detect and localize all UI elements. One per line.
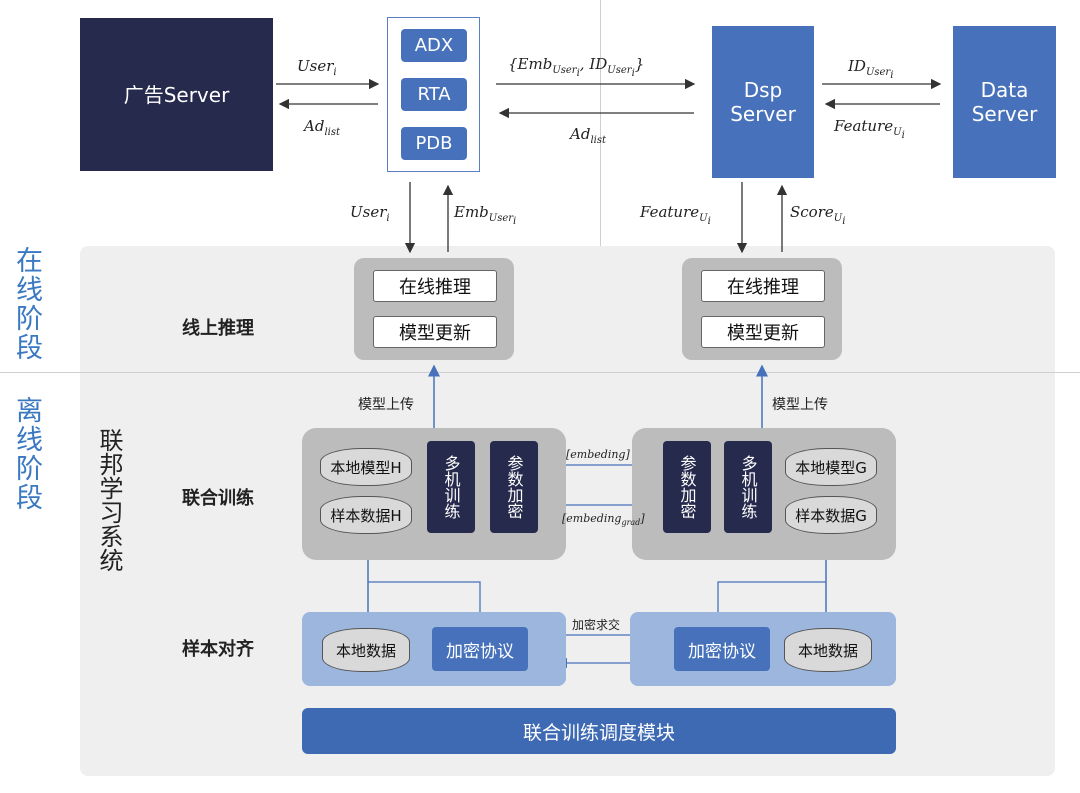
local-data-left: 本地数据 <box>322 628 410 672</box>
pdb-button: PDB <box>401 127 467 160</box>
store-sample-left: 样本数据H <box>320 496 412 534</box>
model-update-right: 模型更新 <box>701 316 825 348</box>
dsp-server-label: Dsp Server <box>730 78 796 126</box>
edge-label-user-down: Useri <box>350 203 390 224</box>
edge-label-emb-up: EmbUseri <box>454 203 517 227</box>
edge-label-feature-down: FeatureUi <box>640 203 711 227</box>
emb-forward-label: [embeding] <box>566 448 630 461</box>
ad-server-box: 广告Server <box>80 18 273 171</box>
edge-label-emb-id: {EmbUseri, IDUseri} <box>508 55 645 79</box>
stage-online-label: 在线阶段 <box>11 246 42 362</box>
edge-label-user-top: Useri <box>297 57 337 78</box>
stage-divider <box>0 372 1080 373</box>
protocol-right: 加密协议 <box>674 627 770 671</box>
encrypt-right: 参数加密 <box>663 441 711 533</box>
model-update-left: 模型更新 <box>373 316 497 348</box>
ad-server-label: 广告Server <box>123 82 230 107</box>
row-label-inference: 线上推理 <box>182 318 254 339</box>
local-data-right: 本地数据 <box>784 628 872 672</box>
psi-exchange-label: 加密求交 <box>572 618 621 632</box>
multi-train-right: 多机训练 <box>724 441 772 533</box>
multi-train-left: 多机训练 <box>427 441 475 533</box>
online-inference-right: 在线推理 <box>701 270 825 302</box>
emb-backward-label: [embedinggrad] <box>562 512 645 528</box>
data-server-box: Data Server <box>953 26 1056 178</box>
edge-label-id-right: IDUseri <box>848 57 894 81</box>
data-server-label: Data Server <box>971 78 1038 126</box>
encrypt-left: 参数加密 <box>490 441 538 533</box>
system-label: 联邦学习系统 <box>95 428 123 572</box>
row-label-training: 联合训练 <box>182 488 254 509</box>
protocol-left: 加密协议 <box>432 627 528 671</box>
store-model-right: 本地模型G <box>785 448 877 486</box>
adx-label: ADX <box>414 35 454 56</box>
store-model-left: 本地模型H <box>320 448 412 486</box>
store-sample-right: 样本数据G <box>785 496 877 534</box>
edge-label-adlist-left: Adlist <box>304 117 340 138</box>
adx-button: ADX <box>401 29 467 62</box>
rta-label: RTA <box>417 84 451 105</box>
edge-label-feature-right: FeatureUi <box>834 117 905 141</box>
upload-label-left: 模型上传 <box>358 397 414 413</box>
stage-offline-label: 离线阶段 <box>11 396 42 512</box>
pdb-label: PDB <box>415 133 453 154</box>
edge-label-score-up: ScoreUi <box>790 203 846 227</box>
upload-label-right: 模型上传 <box>772 397 828 413</box>
online-inference-left: 在线推理 <box>373 270 497 302</box>
rta-button: RTA <box>401 78 467 111</box>
row-label-alignment: 样本对齐 <box>182 639 254 660</box>
edge-label-adlist-mid: Adlist <box>570 125 606 146</box>
dsp-server-box: Dsp Server <box>712 26 814 178</box>
scheduler-bar: 联合训练调度模块 <box>302 708 896 754</box>
